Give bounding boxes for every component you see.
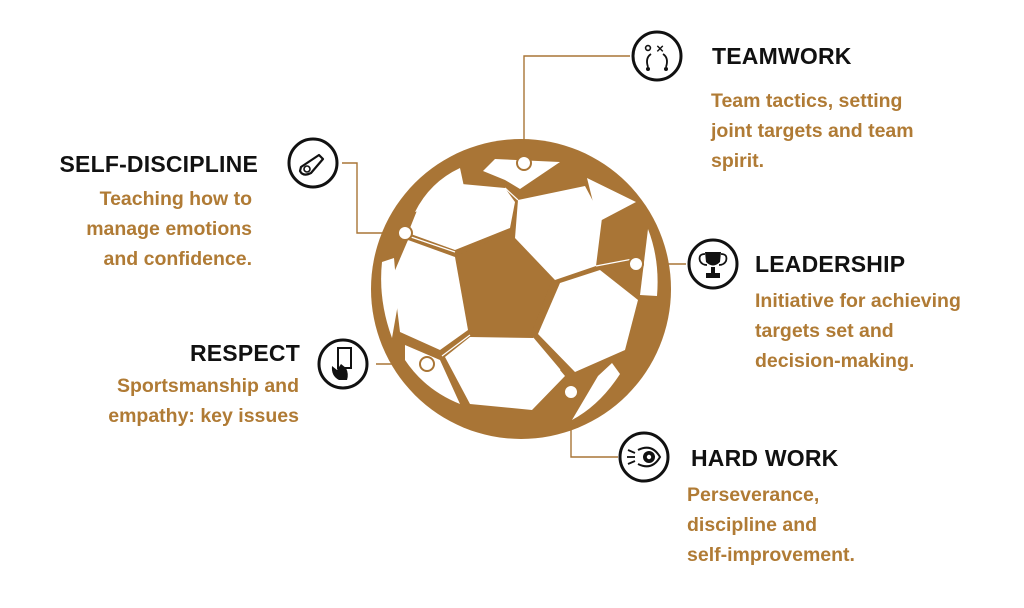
teamwork-description-line: Team tactics, setting [711, 90, 903, 112]
whistle-icon [287, 137, 339, 189]
self-discipline-description-line: and confidence. [103, 248, 252, 270]
soccer-ball [371, 139, 671, 439]
teamwork-description: Team tactics, setting joint targets and … [711, 86, 914, 176]
self-discipline-description: Teaching how to manage emotions and conf… [86, 184, 252, 274]
svg-text:×: × [656, 41, 664, 56]
focused-eye-ball-icon [618, 431, 670, 483]
trophy-icon [687, 238, 739, 290]
leadership-description: Initiative for achieving targets set and… [755, 286, 961, 376]
hard-work-description-line: discipline and [687, 514, 818, 536]
teamwork-description-line: joint targets and team [711, 120, 914, 142]
teamwork-title: TEAMWORK [712, 43, 852, 69]
dot-leadership [628, 256, 644, 272]
connector-self-discipline [342, 162, 405, 234]
respect-description: Sportsmanship and empathy: key issues [108, 371, 299, 431]
self-discipline-title: SELF-DISCIPLINE [59, 151, 258, 177]
hard-work-description-line: Perseverance, [687, 484, 820, 506]
connector-teamwork [523, 55, 630, 163]
connector-dots [397, 155, 644, 400]
dot-self-discipline [397, 225, 413, 241]
dot-hard-work [563, 384, 579, 400]
leadership-description-line: decision-making. [755, 350, 915, 372]
respect-description-line: Sportsmanship and [116, 375, 299, 397]
dot-teamwork [516, 155, 532, 171]
leadership-description-line: Initiative for achieving [755, 290, 961, 312]
respect-description-line: empathy: key issues [108, 405, 299, 427]
tactics-board-icon: × [631, 30, 683, 82]
teamwork-description-line: spirit. [711, 150, 765, 172]
self-discipline-description-line: manage emotions [86, 218, 252, 240]
leadership-description-line: targets set and [755, 320, 894, 342]
hard-work-description-line: self-improvement. [687, 544, 855, 566]
self-discipline-description-line: Teaching how to [99, 188, 252, 210]
hard-work-title: HARD WORK [691, 445, 839, 471]
leadership-title: LEADERSHIP [755, 251, 906, 277]
hard-work-description: Perseverance, discipline and self-improv… [687, 480, 855, 570]
dot-respect [419, 356, 435, 372]
respect-title: RESPECT [189, 340, 300, 366]
referee-card-icon [317, 338, 369, 390]
